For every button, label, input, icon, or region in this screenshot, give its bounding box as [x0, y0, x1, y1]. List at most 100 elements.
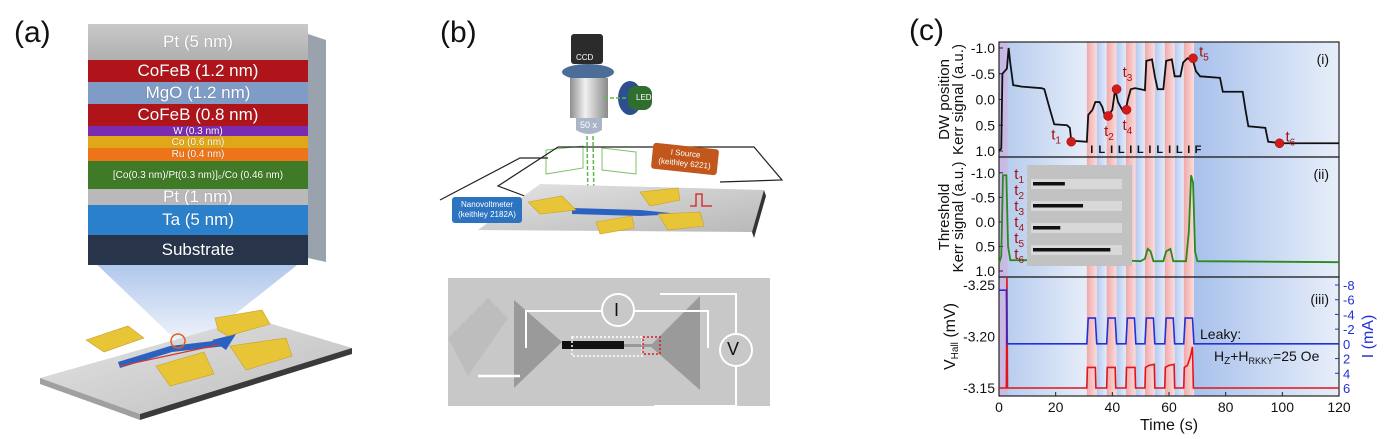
pulse-label: I — [1187, 144, 1190, 156]
y-tick-label: -1.0 — [971, 40, 995, 56]
panel-c-label: (c) — [909, 14, 944, 47]
ccd-camera — [571, 34, 603, 64]
interval-window — [1154, 42, 1165, 396]
pulse-label: I — [1129, 144, 1132, 156]
pulse-window — [1164, 42, 1175, 396]
device-micrograph — [448, 278, 770, 406]
series-line-threshold-kerr — [998, 174, 1340, 264]
layer-cofeb-top: CoFeB (1.2 nm) — [88, 60, 308, 82]
gold-pad — [85, 309, 293, 387]
inset-domain-bar — [1033, 204, 1084, 208]
y-tick-label: -1.0 — [971, 165, 995, 181]
inset-domain-bar — [1033, 182, 1065, 186]
y-tick-label: -0.5 — [971, 189, 995, 205]
series-line-v-hall — [999, 276, 1339, 389]
subplot-tag: (i) — [1317, 51, 1329, 67]
inset-label-t2: t2 — [1014, 182, 1024, 202]
microscope-body — [570, 78, 608, 118]
marker-t4 — [1121, 105, 1132, 115]
layer-w: W (0.3 nm) — [88, 126, 308, 137]
objective-label: 50 x — [580, 120, 598, 130]
x-tick-label: 100 — [1271, 399, 1295, 415]
inset-domain-bar — [1033, 248, 1111, 252]
pulse-window — [1144, 42, 1155, 396]
inset-channel — [1031, 179, 1122, 189]
layer-ta: Ta (5 nm) — [88, 205, 308, 235]
led-label: LED — [636, 93, 652, 102]
layer-co: Co (0.6 nm) — [88, 136, 308, 148]
current-meter-symbol — [601, 293, 635, 327]
interval-window — [1174, 42, 1184, 396]
subplot-tag: (ii) — [1313, 166, 1329, 182]
marker-label-t2: t2 — [1104, 123, 1114, 143]
y-tick-label: 0.0 — [976, 92, 996, 108]
inset-channel — [1031, 223, 1122, 233]
nanowire — [118, 340, 226, 368]
y-axis-label: VHall (mV) — [942, 303, 961, 370]
layer-ru: Ru (0.4 nm) — [88, 148, 308, 161]
inset-label-t1: t1 — [1014, 166, 1024, 186]
series-line-current — [999, 289, 1339, 345]
red-dotted-box — [642, 336, 661, 355]
marker-label-t5: t5 — [1199, 43, 1209, 63]
subplot-tag: (iii) — [1310, 291, 1329, 307]
panel-b-setup-illustration — [439, 34, 784, 238]
y-axis-label: DW position — [936, 59, 953, 140]
layer-pt-top: Pt (5 nm) — [88, 24, 308, 60]
y2-tick-label: 6 — [1343, 381, 1350, 396]
initial-region — [999, 42, 1008, 396]
inset-label-t6: t6 — [1014, 246, 1024, 266]
pulse-label: I — [1168, 144, 1171, 156]
y-tick-label: 0.5 — [976, 117, 996, 133]
marker-t5 — [1188, 53, 1198, 64]
annotation-field: HZ+HRKKY=25 Oe — [1214, 348, 1320, 367]
pulse-label: I — [1110, 144, 1113, 156]
y-tick-label: 1.0 — [976, 263, 996, 279]
micrograph-v-label: V — [727, 339, 740, 359]
x-tick-label: 60 — [1161, 399, 1177, 415]
layer-pt-bottom: Pt (1 nm) — [88, 187, 308, 206]
y2-tick-label: -8 — [1343, 278, 1355, 293]
micrograph-i-label: I — [614, 300, 620, 320]
inset-label-t3: t3 — [1014, 198, 1024, 218]
y2-tick-label: -6 — [1343, 293, 1355, 308]
y-tick-label: -3.25 — [963, 277, 995, 293]
voltage-meter-symbol — [719, 333, 753, 367]
pulse-label: L — [1098, 144, 1105, 156]
y-axis-label: Threshold — [936, 184, 953, 251]
pulse-label: L — [1156, 144, 1163, 156]
x-tick-label: 120 — [1327, 399, 1351, 415]
marker-t6 — [1274, 138, 1285, 149]
y-axis-label: Kerr signal (a.u.) — [950, 44, 967, 155]
y-tick-label: 1.0 — [976, 143, 996, 159]
panel-b-label: (b) — [440, 16, 477, 49]
x-tick-label: 40 — [1105, 399, 1121, 415]
x-tick-label: 80 — [1218, 399, 1234, 415]
marker-label-t1: t1 — [1051, 127, 1061, 147]
annotation-leaky: Leaky: — [1200, 326, 1241, 342]
background-region — [1193, 42, 1339, 396]
interval-window — [1135, 42, 1145, 396]
pulse-label: F — [1195, 144, 1202, 156]
pulse-label: L — [1118, 144, 1125, 156]
y2-tick-label: -2 — [1343, 322, 1355, 337]
led — [628, 86, 652, 110]
x-tick-label: 20 — [1048, 399, 1064, 415]
pulse-label: L — [1176, 144, 1183, 156]
y-tick-label: 0.0 — [976, 214, 996, 230]
layer-stack: Pt (5 nm) CoFeB (1.2 nm) MgO (1.2 nm) Co… — [88, 24, 308, 265]
marker-label-t4: t4 — [1123, 117, 1133, 137]
stack-side — [308, 34, 326, 262]
layer-co-pt-multilayer: [Co(0.3 nm)/Pt(0.3 nm)]₆/Co (0.46 nm) — [88, 161, 308, 189]
panel-a-label: (a) — [14, 16, 51, 49]
x-tick-label: 0 — [995, 399, 1003, 415]
objective-lens — [576, 118, 602, 134]
y2-tick-label: 4 — [1343, 366, 1350, 381]
marker-t2 — [1103, 111, 1113, 121]
y2-tick-label: 2 — [1343, 352, 1350, 367]
marker-t1 — [1066, 136, 1076, 147]
microscope-collar — [562, 64, 614, 80]
pulse-label: L — [1137, 144, 1144, 156]
y-tick-label: 0.5 — [976, 238, 996, 254]
y2-axis-label: I (mA) — [1360, 315, 1377, 359]
